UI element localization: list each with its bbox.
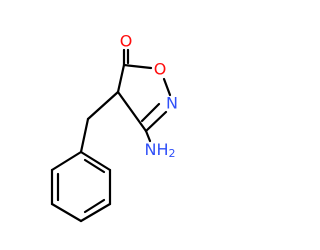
- amino-nh-text: NH: [145, 140, 169, 159]
- isoxazolone-ring: [116, 48, 172, 133]
- structure-canvas: O O N NH2: [50, 32, 178, 223]
- bond-c4-c5: [116, 63, 126, 94]
- molecule-diagram: O O N NH2: [50, 32, 178, 223]
- bond-c3-amino: [144, 129, 152, 143]
- benzyl-group: [79, 90, 120, 154]
- bond-c5-o1: [122, 63, 153, 70]
- benzene-inner-1: [83, 158, 106, 174]
- bond-c3-c4: [116, 90, 148, 133]
- bond-n2-c3: [144, 110, 168, 133]
- ring-oxygen-label: O: [154, 60, 167, 79]
- amino-subscript: 2: [169, 147, 176, 160]
- benzene-inner-2: [83, 198, 106, 214]
- bond-ch2-aryl: [79, 117, 90, 154]
- ring-nitrogen-label: N: [166, 94, 178, 113]
- benzene-bond-4: [50, 202, 83, 223]
- carbonyl-oxygen-label: O: [120, 32, 133, 51]
- benzene-ring: [50, 150, 112, 223]
- amino-group-label: NH2: [145, 140, 176, 161]
- bond-n2-c3-double: [140, 102, 161, 123]
- benzene-bond-1: [79, 150, 112, 172]
- benzene-bond-3: [79, 202, 112, 223]
- bond-o1-n2: [162, 77, 172, 97]
- bond-c4-ch2: [86, 90, 120, 121]
- benzene-bond-6: [50, 150, 83, 172]
